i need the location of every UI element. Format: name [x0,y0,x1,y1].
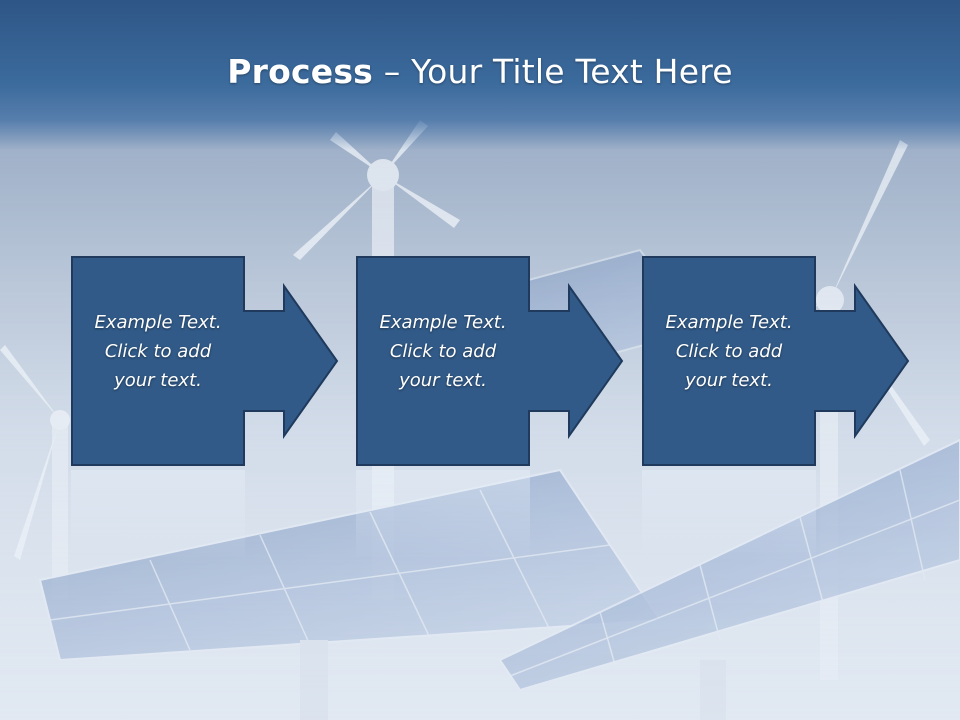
process-step-3[interactable]: Example Text. Click to add your text. [642,256,910,466]
arrow-box-shape [642,256,910,466]
title-band [0,0,960,150]
process-step-1[interactable]: Example Text. Click to add your text. [71,256,339,466]
process-step-2[interactable]: Example Text. Click to add your text. [356,256,624,466]
step-reflection [642,470,816,560]
step-reflection [356,470,530,560]
arrow-box-shape [71,256,339,466]
arrow-box-shape [356,256,624,466]
step-reflection [71,470,245,560]
slide-title[interactable]: Process – Your Title Text Here [0,52,960,91]
title-bold: Process [227,52,374,91]
step-text[interactable]: Example Text. Click to add your text. [94,312,222,391]
step-text[interactable]: Example Text. Click to add your text. [379,312,507,391]
step-text[interactable]: Example Text. Click to add your text. [665,312,793,391]
title-rest: – Your Title Text Here [373,52,733,91]
